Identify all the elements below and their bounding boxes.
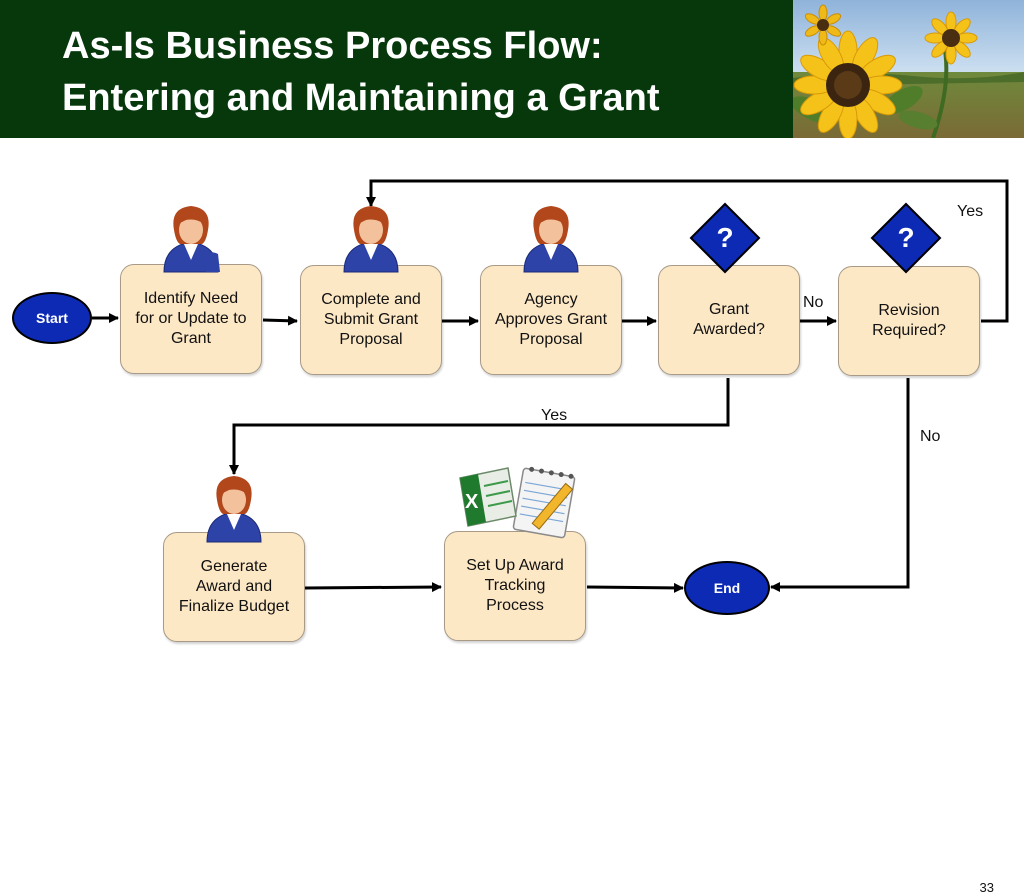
identify-need-label: Identify Need for or Update to Grant <box>135 290 247 347</box>
page-number: 33 <box>979 880 994 895</box>
complete-proposal-label: Complete and Submit Grant Proposal <box>321 291 421 348</box>
edge-label-revision-yes: Yes <box>957 203 984 220</box>
generate-award-box: Generate Award and Finalize Budget <box>163 532 305 642</box>
connector-awarded-yes <box>229 378 730 475</box>
connector-revision-yes-loop <box>366 179 1009 323</box>
edge-label-awarded-no: No <box>803 294 824 311</box>
agency-approves-label: Agency Approves Grant Proposal <box>494 291 608 348</box>
setup-tracking-label: Set Up Award Tracking Process <box>466 557 564 614</box>
slide-title: As-Is Business Process Flow: Entering an… <box>62 20 782 124</box>
revision-required-box: Revision Required? <box>838 266 980 376</box>
grant-awarded-box: Grant Awarded? <box>658 265 800 375</box>
edge-label-awarded-yes: Yes <box>541 407 568 424</box>
edge-label-revision-no: No <box>920 428 941 445</box>
setup-tracking-box: Set Up Award Tracking Process <box>444 531 586 641</box>
person-icon <box>516 202 586 279</box>
identify-need-box: Identify Need for or Update to Grant <box>120 264 262 374</box>
connector-revision-no <box>770 378 910 592</box>
grant-awarded-label: Grant Awarded? <box>693 301 765 338</box>
slide-title-line-1: As-Is Business Process Flow: <box>62 25 603 67</box>
spreadsheet-icon: X <box>456 460 586 545</box>
process-flow-diagram: Start Identify Need for or Update to Gra… <box>0 138 1024 895</box>
connector-identify-to-complete <box>262 315 298 326</box>
connector-layer <box>92 179 1009 593</box>
question-diamond-icon: ? <box>689 202 761 274</box>
connector-generate-to-setup <box>304 582 442 593</box>
generate-award-label: Generate Award and Finalize Budget <box>178 558 290 615</box>
question-diamond-icon: ? <box>870 202 942 274</box>
start-label: Start <box>36 310 68 326</box>
start-node: Start <box>12 292 92 344</box>
slide-title-line-2: Entering and Maintaining a Grant <box>62 77 660 119</box>
decision-mark: ? <box>897 222 915 253</box>
end-node: End <box>684 561 770 615</box>
agency-approves-box: Agency Approves Grant Proposal <box>480 265 622 375</box>
connector-setup-to-end <box>586 582 684 593</box>
title-bar: As-Is Business Process Flow: Entering an… <box>0 0 1024 138</box>
person-icon <box>336 202 406 279</box>
person-icon <box>199 472 269 549</box>
revision-required-label: Revision Required? <box>872 302 946 339</box>
sunflower-photo <box>793 0 1024 138</box>
svg-text:X: X <box>465 491 479 513</box>
person-icon <box>156 202 226 279</box>
complete-proposal-box: Complete and Submit Grant Proposal <box>300 265 442 375</box>
decision-mark: ? <box>716 222 734 253</box>
end-label: End <box>713 580 741 596</box>
